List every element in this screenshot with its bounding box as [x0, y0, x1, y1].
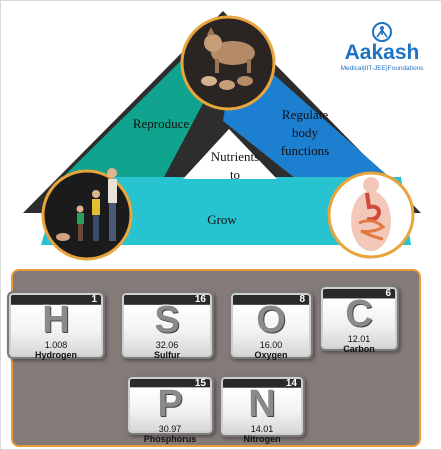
label-regulate-3: functions	[281, 143, 329, 158]
element-name: Carbon	[343, 344, 375, 354]
atomic-mass: 32.06	[155, 340, 179, 350]
atomic-mass: 12.01	[347, 334, 371, 344]
element-symbol: C	[345, 293, 373, 335]
label-reproduce: Reproduce	[133, 116, 190, 131]
atomic-number: 16	[194, 294, 206, 305]
atomic-number: 6	[385, 288, 391, 299]
bottom-band	[41, 177, 411, 245]
inner-triangle	[183, 129, 277, 179]
atomic-number: 14	[285, 378, 297, 389]
element-symbol: S	[154, 299, 180, 341]
atomic-mass: 30.97	[158, 424, 182, 434]
element-name: Oxygen	[254, 350, 288, 360]
logo-tagline: Medical|IIT-JEE|Foundations	[340, 65, 424, 72]
logo-emblem-icon	[372, 22, 392, 42]
label-nutrients-2: to	[230, 167, 240, 182]
label-nutrients-1: Nutrients	[211, 149, 259, 164]
element-symbol: P	[157, 383, 183, 425]
atomic-number: 15	[194, 378, 206, 389]
element-name: Phosphorus	[143, 434, 197, 444]
element-symbol: N	[248, 383, 276, 425]
element-name: Nitrogen	[243, 434, 281, 444]
label-regulate-1: Regulate	[282, 107, 328, 122]
aakash-logo: Aakash Medical|IIT-JEE|Foundations	[329, 21, 439, 81]
element-symbol: H	[42, 299, 70, 341]
element-name: Sulfur	[154, 350, 180, 360]
animal-family-icon	[180, 15, 276, 111]
atomic-number: 1	[91, 294, 97, 305]
digestive-system-icon	[327, 171, 415, 259]
logo-brand: Aakash	[344, 41, 420, 64]
atomic-number: 8	[299, 294, 305, 305]
nutrient-triangle-diagram: Reproduce Regulate body functions Nutrie…	[23, 11, 421, 261]
element-symbol: O	[256, 299, 286, 341]
element-name: Hydrogen	[34, 350, 77, 360]
atomic-mass: 16.00	[259, 340, 283, 350]
label-grow: Grow	[207, 212, 237, 227]
atomic-mass: 1.008	[44, 340, 68, 350]
atomic-mass: 14.01	[250, 424, 274, 434]
label-regulate-2: body	[292, 125, 319, 140]
human-growth-icon	[41, 168, 133, 261]
